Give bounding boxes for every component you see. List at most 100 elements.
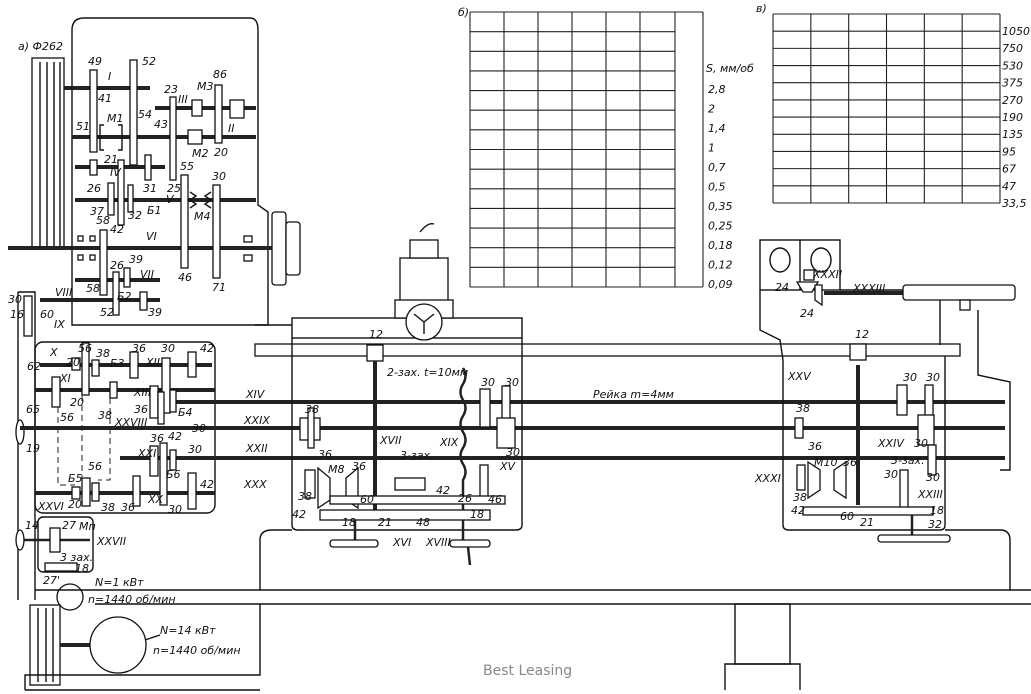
rack-label: Рейка m=4мм — [593, 388, 674, 401]
diagram-label: IV — [110, 166, 122, 179]
speed-value: 375 — [1002, 77, 1023, 90]
diagram-label: 21 — [104, 153, 118, 166]
diagram-label: 55 — [180, 160, 194, 173]
diagram-label: 36 — [352, 460, 366, 473]
carriage — [291, 222, 523, 341]
diagram-label: 30 — [914, 437, 928, 450]
feed-value: 0,12 — [708, 259, 733, 272]
diagram-label: 56 — [60, 411, 74, 424]
diagram-label: 32 — [928, 518, 942, 531]
diagram-label: 38 — [101, 501, 115, 514]
diagram-label: I — [108, 70, 111, 83]
speed-value: 135 — [1002, 128, 1023, 141]
diagram-label: XXXI — [754, 472, 781, 485]
diagram-label: Б2 — [117, 290, 132, 303]
diagram-label: II — [228, 122, 235, 135]
diagram-label: V — [166, 193, 175, 206]
diagram-label: 60 — [360, 493, 374, 506]
diagram-label: 3-зах. — [400, 449, 434, 462]
speed-value: 750 — [1002, 42, 1023, 55]
feed-value: 0,25 — [708, 220, 733, 233]
diagram-label: 21 — [860, 516, 874, 529]
diagram-label: 49 — [88, 55, 102, 68]
diagram-label: 30 — [8, 293, 22, 306]
carriage-handwheel — [329, 539, 379, 548]
diagram-label: 42 — [200, 478, 214, 491]
speed-value: 530 — [1002, 59, 1023, 72]
diagram-label: 27 — [62, 519, 76, 532]
diagram-label: 58 — [86, 282, 100, 295]
main-motor — [89, 616, 147, 674]
rack — [254, 343, 961, 357]
diagram-label: 36 — [843, 456, 857, 469]
diagram-label: 41 — [98, 92, 112, 105]
feed-motor — [56, 583, 84, 611]
diagram-label: 39 — [129, 253, 143, 266]
diagram-label: XIX — [439, 436, 459, 449]
diagram-label: 21 — [378, 516, 392, 529]
diagram-label: M10 — [814, 456, 838, 469]
speed-value: 67 — [1002, 163, 1016, 176]
diagram-label: а) Ф262 — [18, 40, 63, 53]
diagram-label: IX — [54, 318, 65, 331]
feed-table-grid — [469, 11, 704, 288]
diagram-label: Б4 — [178, 406, 193, 419]
feed-value: 2,8 — [708, 83, 726, 96]
diagram-label: 31 — [143, 182, 157, 195]
diagram-label: 26 — [458, 492, 472, 505]
diagram-label: 56 — [78, 342, 92, 355]
feed-value: 0,5 — [708, 181, 726, 194]
speed-value: 190 — [1002, 111, 1023, 124]
diagram-label: 20 — [68, 498, 82, 511]
diagram-label: 24 — [800, 307, 814, 320]
tailstock — [759, 239, 1016, 471]
diagram-label: 48 — [416, 516, 430, 529]
diagram-label: 20 — [66, 356, 80, 369]
diagram-label: Б1 — [147, 204, 162, 217]
diagram-label: 38 — [796, 402, 810, 415]
diagram-label: 51 — [76, 120, 90, 133]
feed-value: 0,18 — [708, 239, 733, 252]
diagram-label: 12 — [855, 328, 869, 341]
diagram-label: 46 — [178, 271, 192, 284]
lathe-bed — [24, 324, 1031, 691]
diagram-label: M8 — [328, 463, 345, 476]
speed-table-title: в) — [756, 2, 767, 15]
diagram-label: 71 — [212, 281, 226, 294]
right-handwheel — [877, 534, 951, 543]
diagram-label: 38 — [305, 403, 319, 416]
diagram-label: 42 — [791, 504, 805, 517]
diagram-label: 30 — [188, 443, 202, 456]
diagram-label: 30 — [903, 371, 917, 384]
diagram-label: 30 — [161, 342, 175, 355]
diagram-label: M2 — [192, 147, 209, 160]
diagram-label: 18 — [470, 508, 484, 521]
diagram-label: 62 — [27, 360, 41, 373]
diagram-label: XXXIII — [852, 282, 885, 295]
diagram-label: XXII — [245, 442, 268, 455]
diagram-label: 42 — [292, 508, 306, 521]
diagram-label: 36 — [808, 440, 822, 453]
feed-value: 0,35 — [708, 200, 733, 213]
feed-value: 0,09 — [708, 278, 733, 291]
speed-value: 47 — [1002, 180, 1016, 193]
watermark: Best Leasing — [483, 663, 572, 679]
diagram-label: 24 — [775, 281, 789, 294]
diagram-label: 37 — [90, 205, 104, 218]
diagram-label: 18 — [75, 562, 89, 575]
diagram-label: M3 — [197, 80, 214, 93]
diagram-label: 60 — [840, 510, 854, 523]
diagram-label: 16 — [10, 308, 24, 321]
diagram-label: XXVI — [37, 500, 64, 513]
feed-box — [20, 341, 1005, 514]
diagram-label: 36 — [134, 403, 148, 416]
diagram-label: XII — [145, 356, 160, 369]
speed-value: 1050 — [1002, 25, 1030, 38]
diagram-label: X — [49, 346, 58, 359]
diagram-label: 25 — [167, 182, 181, 195]
diagram-label: 2-зах. t=10мм — [387, 366, 468, 379]
speed-value: 33,5 — [1002, 197, 1027, 210]
diagram-label: 65 — [26, 403, 40, 416]
